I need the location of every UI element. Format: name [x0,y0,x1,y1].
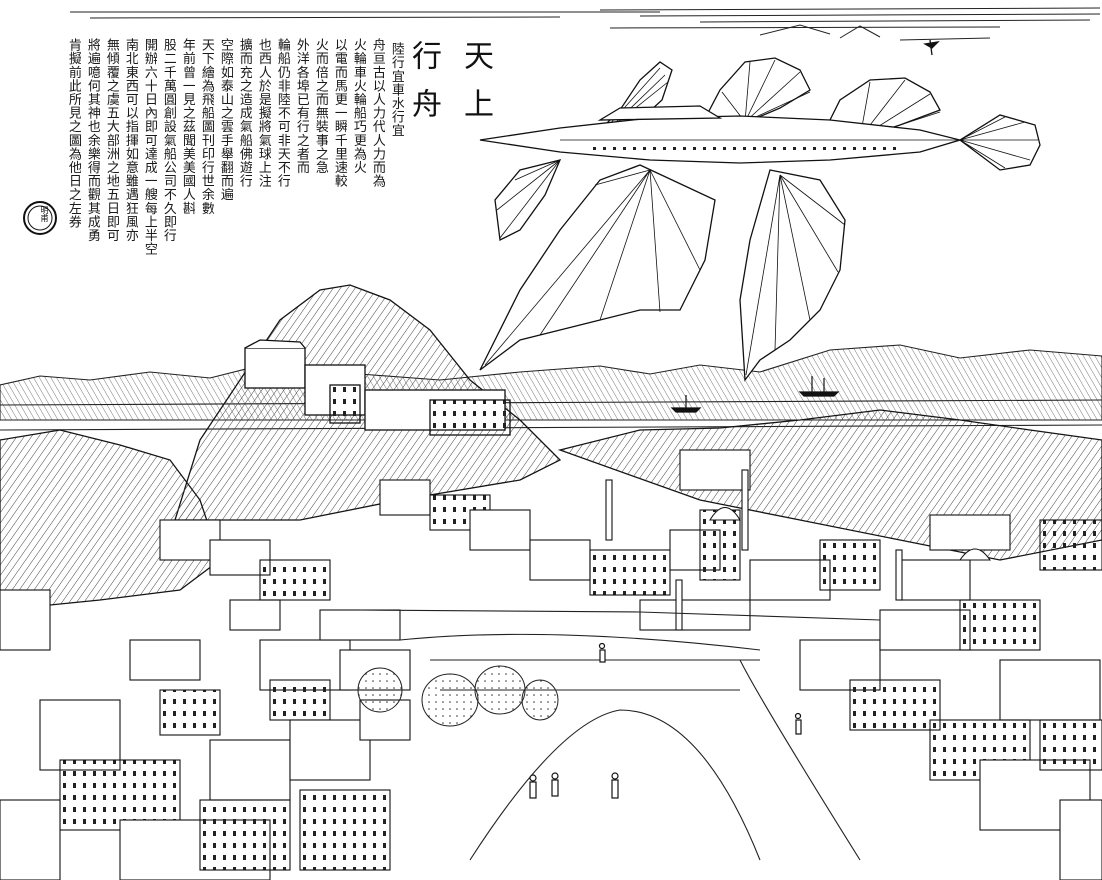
distant-ships [670,376,840,413]
caption-column: 股二千萬圓創設氣船公司不久即行 [161,38,176,242]
seal-text: 明甫 [40,206,49,222]
fortress-walls [244,339,511,436]
caption-title-bottom: 行舟 [406,40,441,136]
caption-column: 南北東西可以指揮如意雖遇狂風亦 [123,38,138,242]
caption-column: 將遍噫何其神也余樂得而觀其成勇 [85,38,100,242]
airship-cabin [597,105,723,121]
road-and-square [359,609,881,861]
caption-column: 輪船仍非陸不可非天不行 [275,38,290,188]
artist-seal [23,201,57,235]
wing-lower-left-small [494,159,562,241]
caption-column: 也西人於是擬將氣球上注 [256,38,271,188]
caption-column: 火而倍之而無裝事之急 [313,38,328,174]
caption-column: 以電而馬更一瞬千里速較 [332,38,347,188]
caption-title-top: 天上 [458,40,493,136]
sky-streaks [70,7,1101,41]
caption-column: 年前曾一見之茲聞美美國人斟 [180,38,195,215]
caption-column: 舟亘古以人力代人力而為 [370,38,385,188]
caption-column: 肯擬前此所見之圖為他日之左券 [66,38,81,229]
caption-column: 火輪車火輪船巧更為火 [351,38,366,174]
caption-column: 外洋各埠已有行之者而 [294,38,309,174]
caption-column: 擴而充之造成氣船佛遊行 [237,38,252,188]
city-buildings [0,449,1102,880]
caption-column: 空際如泰山之雲手舉翻而遍 [218,38,233,202]
caption-column: 開辦六十日內即可達成一艘每上半空 [142,38,157,256]
pedestrians [529,642,802,799]
caption-column: 陸行宜車水行宜 [389,42,404,138]
caption-column: 天下繪為飛船圖刊印行世余數 [199,38,214,215]
trees [357,665,559,727]
airship-tail [958,114,1041,171]
airship [479,39,1041,382]
caption-column: 無傾覆之虞五大部洲之地五日即可 [104,38,119,242]
wing-lower-center-large [479,164,716,371]
wing-lower-right-large [739,169,846,382]
